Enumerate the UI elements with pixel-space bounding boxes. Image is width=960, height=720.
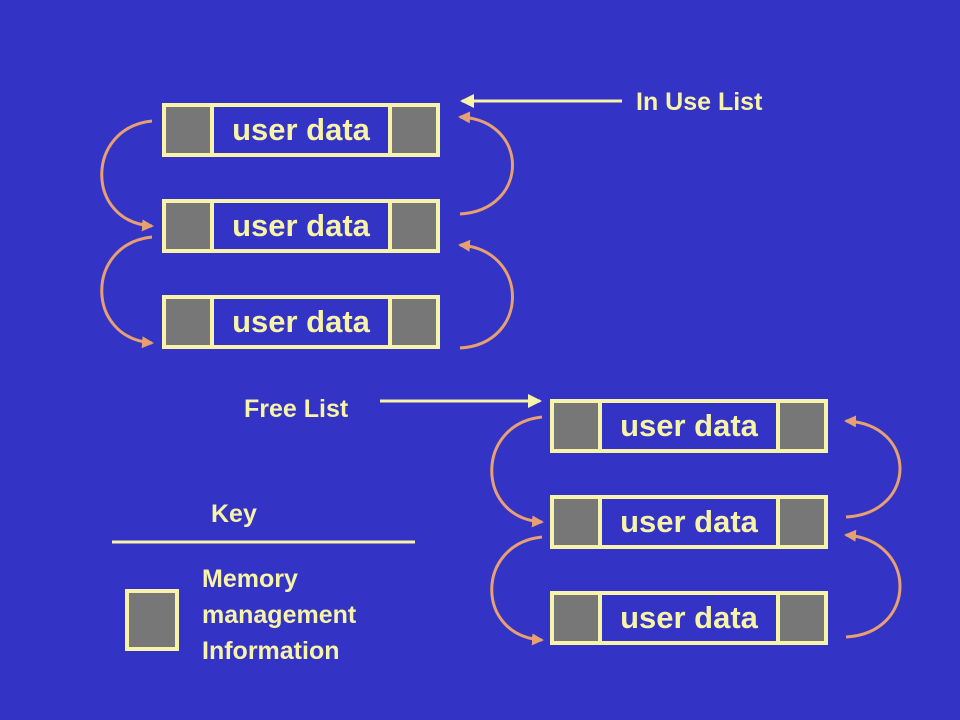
user-data-cell: user data — [602, 499, 776, 545]
user-data-cell: user data — [602, 595, 776, 641]
free-next-link-2 — [490, 535, 544, 646]
in-use-list-label: In Use List — [636, 88, 763, 116]
next-pointer-cell — [780, 499, 824, 545]
next-pointer-cell — [780, 403, 824, 449]
prev-pointer-cell — [166, 299, 210, 345]
prev-pointer-cell — [166, 107, 210, 153]
next-pointer-cell — [392, 299, 436, 345]
user-data-cell: user data — [602, 403, 776, 449]
in-use-block-2: user data — [162, 199, 440, 253]
prev-pointer-cell — [166, 203, 210, 249]
in-use-prev-link-1 — [458, 111, 514, 216]
key-description: Memory management Information — [202, 561, 356, 669]
prev-pointer-cell — [554, 403, 598, 449]
free-prev-link-2 — [844, 529, 902, 639]
next-pointer-cell — [392, 107, 436, 153]
key-line-1: Memory — [202, 565, 298, 593]
key-title: Key — [211, 500, 257, 528]
prev-pointer-cell — [554, 595, 598, 641]
in-use-block-3: user data — [162, 295, 440, 349]
free-block-1: user data — [550, 399, 828, 453]
free-block-3: user data — [550, 591, 828, 645]
user-data-cell: user data — [214, 203, 388, 249]
next-pointer-cell — [392, 203, 436, 249]
free-prev-link-1 — [844, 415, 902, 519]
key-line-2: management — [202, 601, 357, 629]
free-block-2: user data — [550, 495, 828, 549]
in-use-prev-link-2 — [458, 239, 514, 350]
next-pointer-cell — [780, 595, 824, 641]
key-line-3: Information — [202, 637, 340, 665]
user-data-cell: user data — [214, 299, 388, 345]
free-next-link-1 — [490, 415, 544, 528]
prev-pointer-cell — [554, 499, 598, 545]
in-use-block-1: user data — [162, 103, 440, 157]
user-data-cell: user data — [214, 107, 388, 153]
management-cell-swatch — [129, 593, 175, 647]
free-list-label: Free List — [244, 395, 349, 423]
key-swatch — [125, 589, 179, 651]
in-use-next-link-1 — [100, 119, 154, 232]
in-use-next-link-2 — [100, 235, 154, 349]
